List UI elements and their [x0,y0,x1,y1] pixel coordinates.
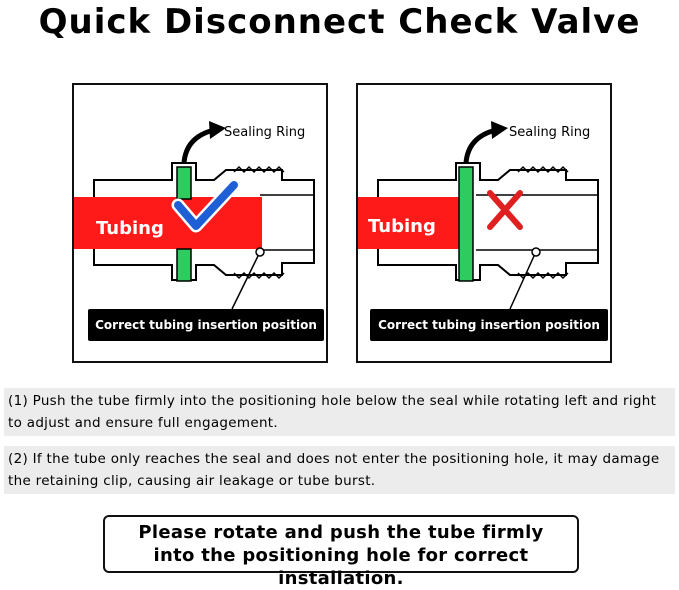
sealing-ring-top [176,166,192,200]
arrow-icon [463,127,497,164]
insertion-caption: Correct tubing insertion position [370,309,608,341]
sealing-ring-bottom [176,248,192,282]
correct-insertion-panel: Sealing Ring Tubing Correct tubing inser… [72,83,328,363]
page-title: Quick Disconnect Check Valve [38,2,641,42]
positioning-hole [255,247,265,257]
incorrect-insertion-panel: Sealing Ring Tubing Correct tubing inser… [356,83,612,363]
sealing-ring-label: Sealing Ring [224,125,306,140]
instruction-note-1: (1) Push the tube firmly into the positi… [4,388,675,436]
positioning-hole [531,247,541,257]
sealing-ring [458,166,474,282]
valve-diagram-incorrect [358,121,599,310]
insertion-caption: Correct tubing insertion position [88,309,324,341]
check-icon [174,181,238,230]
installation-instruction: Please rotate and push the tube firmly i… [103,515,579,589]
thread-marks [233,165,285,280]
sealing-ring-label: Sealing Ring [509,125,591,140]
arrow-icon [181,127,215,164]
cross-icon [487,190,523,230]
tubing-label: Tubing [368,216,436,237]
instruction-note-2: (2) If the tube only reaches the seal an… [4,446,675,494]
tubing-label: Tubing [96,218,164,239]
tubing [74,197,262,249]
valve-diagram-correct [74,121,315,310]
tubing [358,197,461,249]
